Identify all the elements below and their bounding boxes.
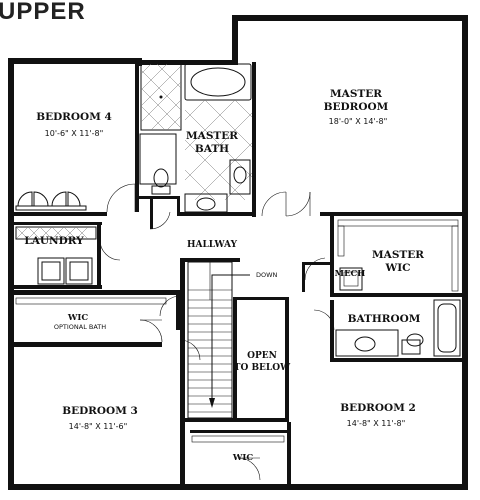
stairs-down-label: DOWN [256,271,278,279]
open-below-line2: TO BELOW [234,363,291,373]
master-bedroom-line2: BEDROOM [324,101,389,113]
floor-title: UPPER [0,0,86,25]
bedroom2-dims: 14'-8" X 11'-8" [347,419,406,428]
laundry-name: LAUNDRY [24,235,84,247]
wic-left-name: WIC [67,313,89,323]
mech-unit [339,267,363,291]
master-bath-line2: BATH [195,143,229,155]
closet-doors-bedroom4 [15,191,87,211]
mech-unit-inner [343,271,359,287]
bedroom4-name: BEDROOM 4 [36,111,112,123]
master-bath-line1: MASTER [186,130,238,142]
room-labels: BEDROOM 4 10'-6" X 11'-8" MASTER BATH MA… [24,88,424,463]
mech-name: MECH [335,269,366,279]
bedroom3-name: BEDROOM 3 [62,405,138,417]
bedroom2-name: BEDROOM 2 [340,402,416,414]
master-bedroom-dims: 18'-0" X 14'-8" [329,117,388,126]
wic-bottom-name: WIC [232,453,254,463]
staircase [187,261,250,419]
door-swings [99,183,335,481]
master-bath-fixtures [139,63,253,213]
windows [8,15,468,490]
interior-walls [12,62,466,488]
master-wic-line2: WIC [384,262,410,274]
master-bedroom-line1: MASTER [330,88,382,100]
open-below-line1: OPEN [247,351,277,361]
bathroom-name: BATHROOM [348,313,421,325]
laundry-fixtures [15,226,97,285]
wic-left-note: OPTIONAL BATH [54,323,106,331]
wic-shelves [15,219,459,443]
bedroom4-dims: 10'-6" X 11'-8" [45,129,104,138]
master-wic-line1: MASTER [372,249,424,261]
bathroom-fixtures [335,299,461,357]
bedroom3-dims: 14'-8" X 11'-6" [69,422,128,431]
hallway-name: HALLWAY [187,240,238,250]
